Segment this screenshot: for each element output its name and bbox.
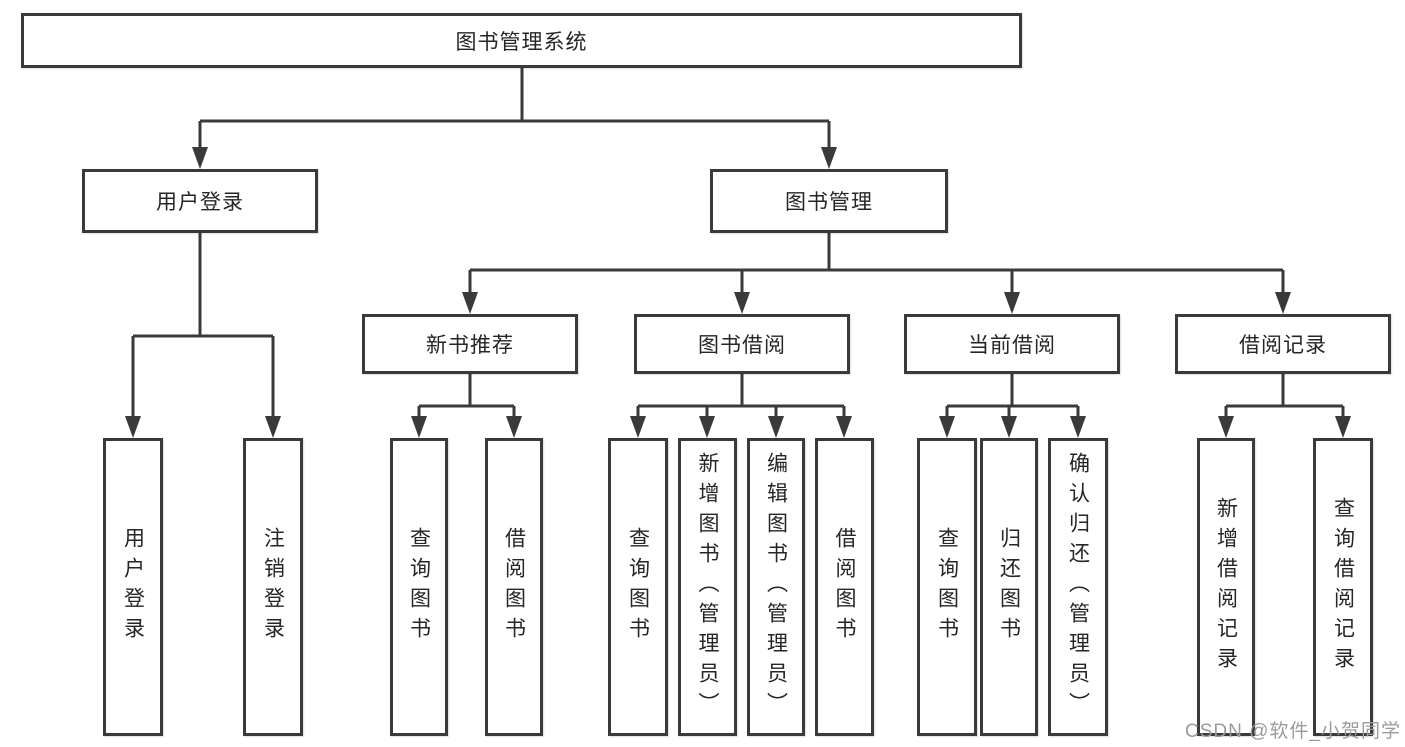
leaf-borrow-books-1: 借阅图书 [485, 438, 543, 736]
leaf-query-books-1: 查询图书 [390, 438, 448, 736]
leaf-user-login-label: 用户登录 [121, 527, 145, 647]
leaf-return-books: 归还图书 [980, 438, 1038, 736]
leaf-query-books-2: 查询图书 [608, 438, 668, 736]
leaf-logout: 注销登录 [243, 438, 303, 736]
leaf-query-books-1-label: 查询图书 [407, 527, 431, 647]
watermark: CSDN @软件_小贺同学 [1185, 721, 1401, 742]
node-user-login: 用户登录 [82, 169, 318, 233]
leaf-edit-books-admin-label: 编辑图书（管理员） [764, 452, 788, 722]
leaf-query-borrow-record: 查询借阅记录 [1313, 438, 1373, 736]
leaf-confirm-return-admin: 确认归还（管理员） [1048, 438, 1108, 736]
node-current-borrowing: 当前借阅 [904, 314, 1120, 374]
leaf-borrow-books-2: 借阅图书 [815, 438, 874, 736]
leaf-query-borrow-record-label: 查询借阅记录 [1331, 497, 1355, 677]
leaf-borrow-books-1-label: 借阅图书 [502, 527, 526, 647]
leaf-add-books-admin-label: 新增图书（管理员） [696, 452, 719, 722]
leaf-query-books-2-label: 查询图书 [626, 527, 650, 647]
leaf-borrow-books-2-label: 借阅图书 [833, 527, 856, 647]
leaf-user-login: 用户登录 [103, 438, 163, 736]
leaf-confirm-return-admin-label: 确认归还（管理员） [1066, 452, 1090, 722]
leaf-edit-books-admin: 编辑图书（管理员） [747, 438, 805, 736]
node-book-management: 图书管理 [710, 169, 948, 233]
leaf-logout-label: 注销登录 [261, 527, 285, 647]
leaf-add-borrow-record-label: 新增借阅记录 [1214, 497, 1238, 677]
node-borrowing-records: 借阅记录 [1175, 314, 1391, 374]
leaf-add-borrow-record: 新增借阅记录 [1197, 438, 1255, 736]
node-new-book-recommend: 新书推荐 [362, 314, 578, 374]
leaf-add-books-admin: 新增图书（管理员） [678, 438, 737, 736]
node-root: 图书管理系统 [21, 13, 1022, 68]
node-book-borrowing: 图书借阅 [634, 314, 850, 374]
leaf-return-books-label: 归还图书 [997, 527, 1021, 647]
leaf-query-books-3-label: 查询图书 [935, 527, 959, 647]
leaf-query-books-3: 查询图书 [917, 438, 977, 736]
